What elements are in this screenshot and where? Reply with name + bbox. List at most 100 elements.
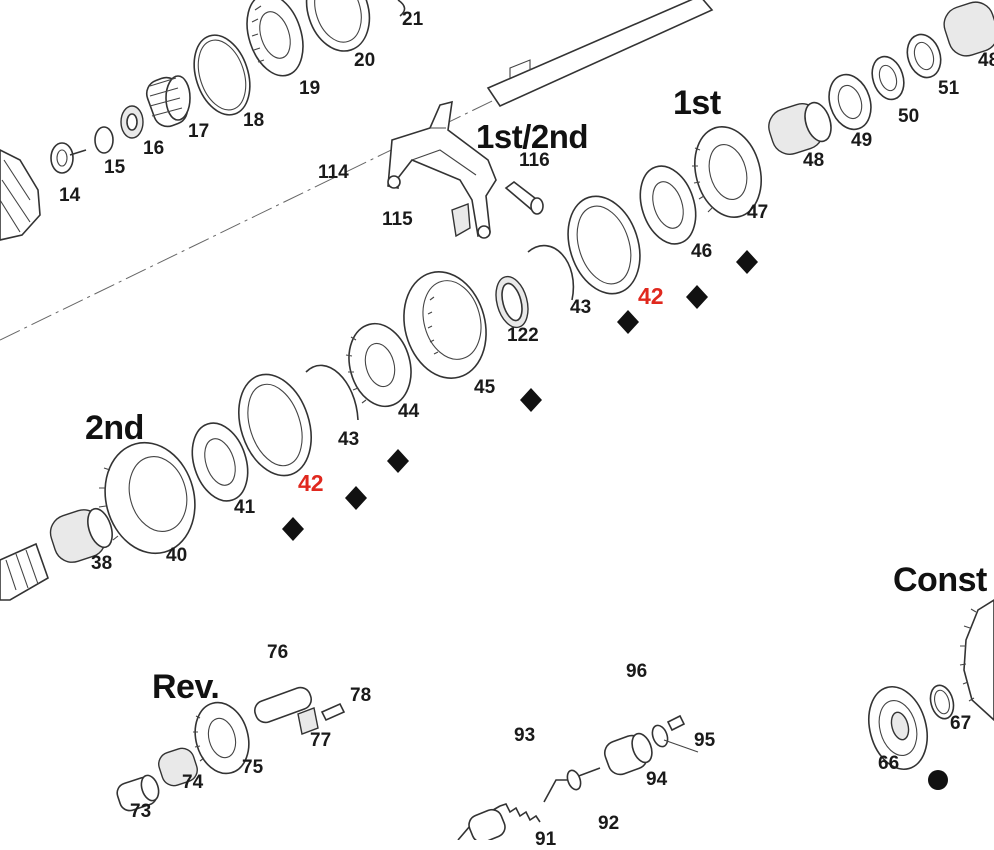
label-part-77: 77 <box>310 730 332 751</box>
part-76-shaft <box>254 686 312 724</box>
part-74-bearing <box>158 747 198 787</box>
part-122-snap-ring <box>495 275 529 329</box>
diamond-markers <box>282 250 758 541</box>
label-part-49: 49 <box>851 130 873 151</box>
part-42-synchro-ring-lower <box>238 373 312 477</box>
part-47-first-gear <box>692 126 762 218</box>
part-73-bushing <box>116 774 160 812</box>
label-part-116: 116 <box>519 150 550 171</box>
label-part-114: 114 <box>318 162 349 183</box>
label-part-40: 40 <box>166 545 188 566</box>
part-94-housing <box>603 732 653 776</box>
part-41-synchro-cone <box>191 422 249 502</box>
label-part-51: 51 <box>938 78 960 99</box>
label-part-16: 16 <box>143 138 165 159</box>
label-part-115: 115 <box>382 209 413 230</box>
label-part-67: 67 <box>950 713 972 734</box>
part-66-bearing <box>868 685 928 771</box>
label-part-46: 46 <box>691 241 713 262</box>
label-part-17: 17 <box>188 121 210 142</box>
constant-gear-fragment <box>959 599 994 722</box>
heading-first-gear: 1st <box>673 84 721 122</box>
part-16-bearing <box>120 105 144 139</box>
diamond-icon <box>686 285 708 309</box>
part-43-wire-ring-upper <box>527 244 575 301</box>
part-92-spring-assembly <box>457 803 541 840</box>
label-part-41: 41 <box>234 497 256 518</box>
part-15-circlip <box>94 126 114 154</box>
label-part-93: 93 <box>514 725 536 746</box>
part-78-bolt <box>320 702 346 722</box>
part-93-plunger <box>543 767 601 803</box>
diamond-icon <box>282 517 304 541</box>
label-part-75: 75 <box>242 757 264 778</box>
part-116-bolt <box>504 180 544 215</box>
part-14-shim <box>50 142 87 174</box>
part-17-gear <box>145 75 191 128</box>
label-part-48: 48 <box>803 150 825 171</box>
label-part-95: 95 <box>694 730 716 751</box>
part-21-clip <box>397 0 406 17</box>
shift-rail <box>486 0 714 108</box>
part-95-ring <box>651 724 699 753</box>
part-43-wire-ring-lower <box>305 364 359 421</box>
label-part-74: 74 <box>182 772 204 793</box>
part-46-synchro-cone <box>639 165 697 245</box>
mainshaft-fragment <box>0 542 49 601</box>
label-part-45: 45 <box>474 377 496 398</box>
label-part-43-upper: 43 <box>570 297 592 318</box>
label-part-38: 38 <box>91 553 113 574</box>
label-part-50: 50 <box>898 106 920 127</box>
label-part-94: 94 <box>646 769 668 790</box>
label-part-42-upper: 42 <box>638 283 664 309</box>
diamond-icon <box>387 449 409 473</box>
part-40-second-gear <box>98 441 196 555</box>
label-part-122: 122 <box>507 325 539 346</box>
label-part-19: 19 <box>299 78 321 99</box>
label-part-42-lower: 42 <box>298 470 324 496</box>
part-18-ring <box>193 34 251 116</box>
part-20-ring <box>305 0 371 52</box>
label-part-15: 15 <box>104 157 126 178</box>
part-50-washer <box>871 55 905 101</box>
dot-icon <box>928 770 948 790</box>
label-part-47: 47 <box>747 202 769 223</box>
part-67-circlip <box>929 684 955 720</box>
part-48-needle-bearing <box>768 101 832 155</box>
part-19-synchro-hub <box>246 0 304 77</box>
part-49-washer <box>828 73 872 131</box>
label-part-66: 66 <box>878 753 900 774</box>
part-44-hub-gear <box>345 322 412 408</box>
part-45-synchro-sleeve <box>403 271 487 379</box>
heading-second-gear: 2nd <box>85 409 144 447</box>
part-75-reverse-gear <box>193 701 250 775</box>
part-42-synchro-ring-upper <box>567 195 641 295</box>
shift-fork <box>387 100 497 239</box>
part-51-collar <box>906 33 942 79</box>
diamond-icon <box>520 388 542 412</box>
label-part-44: 44 <box>398 401 420 422</box>
part-48-bearing-partial <box>943 1 994 57</box>
part-77-plate <box>297 707 319 735</box>
label-part-43-lower: 43 <box>338 429 360 450</box>
diamond-icon <box>617 310 639 334</box>
heading-reverse: Rev. <box>152 668 220 706</box>
pinion-gear-fragment <box>0 149 41 241</box>
label-part-73: 73 <box>130 801 152 822</box>
label-part-14: 14 <box>59 185 81 206</box>
label-part-21: 21 <box>402 9 424 30</box>
diamond-icon <box>345 486 367 510</box>
label-part-92: 92 <box>598 813 620 834</box>
diamond-icon <box>736 250 758 274</box>
label-part-78: 78 <box>350 685 372 706</box>
label-part-96: 96 <box>626 661 648 682</box>
label-part-18: 18 <box>243 110 265 131</box>
label-part-76: 76 <box>267 642 289 663</box>
heading-first-second-synchro: 1st/2nd <box>476 118 589 155</box>
label-part-20: 20 <box>354 50 376 71</box>
heading-constant-partial: Const <box>893 561 987 599</box>
part-96-pin <box>666 714 686 732</box>
part-38-needle-bearing <box>49 507 113 563</box>
label-part-48-partial: 48 <box>978 50 994 71</box>
